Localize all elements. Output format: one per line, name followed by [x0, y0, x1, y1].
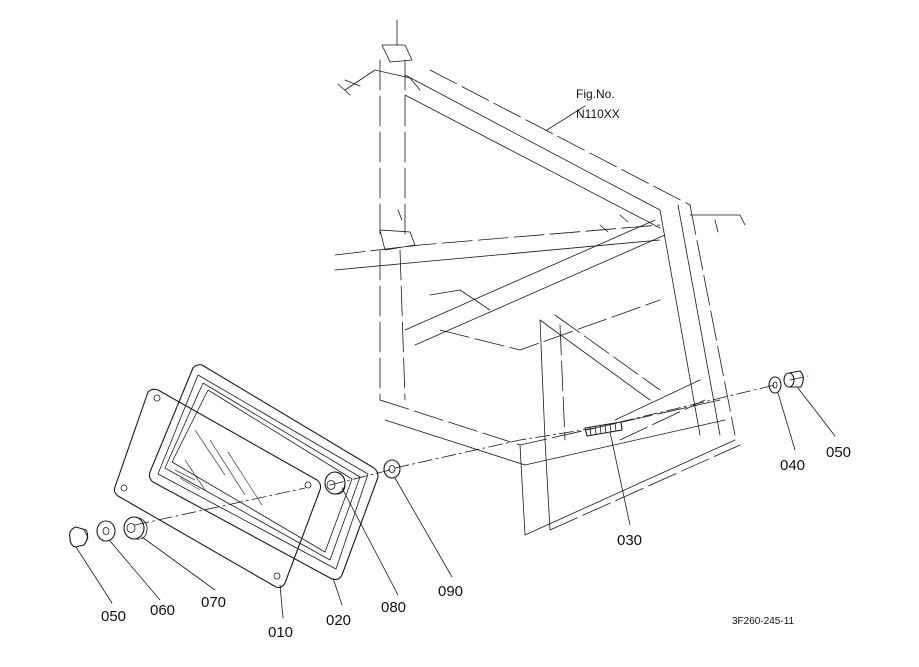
- part-020-seal-frame[interactable]: [148, 364, 379, 581]
- part-050-cap-nut-right[interactable]: [783, 370, 804, 388]
- part-070-bushing[interactable]: [123, 516, 148, 540]
- machine-frame: [334, 19, 746, 536]
- part-label-050-left: 050: [101, 608, 126, 625]
- part-label-060: 060: [150, 602, 175, 619]
- part-label-050-right: 050: [826, 444, 851, 461]
- drawing-code: 3F260-245-11: [732, 616, 795, 627]
- fig-no-value: N110XX: [576, 107, 620, 121]
- part-label-020: 020: [326, 612, 351, 629]
- part-label-040: 040: [780, 457, 805, 474]
- part-050-cap-nut-left[interactable]: [69, 526, 89, 548]
- fig-no-label: Fig.No.: [576, 87, 615, 101]
- part-label-070: 070: [201, 594, 226, 611]
- part-label-030: 030: [617, 532, 642, 549]
- part-080-bushing[interactable]: [324, 471, 346, 495]
- part-060-washer[interactable]: [96, 520, 116, 542]
- part-label-010: 010: [268, 624, 293, 641]
- leader-lines: [75, 105, 836, 619]
- part-010-glass-pane[interactable]: [113, 388, 322, 589]
- part-040-washer[interactable]: [768, 376, 782, 394]
- part-030-stud-bolt[interactable]: [584, 421, 623, 437]
- assembly-centerlines: [134, 375, 809, 526]
- part-label-090: 090: [438, 583, 463, 600]
- part-090-washer[interactable]: [383, 459, 401, 479]
- part-label-080: 080: [381, 599, 406, 616]
